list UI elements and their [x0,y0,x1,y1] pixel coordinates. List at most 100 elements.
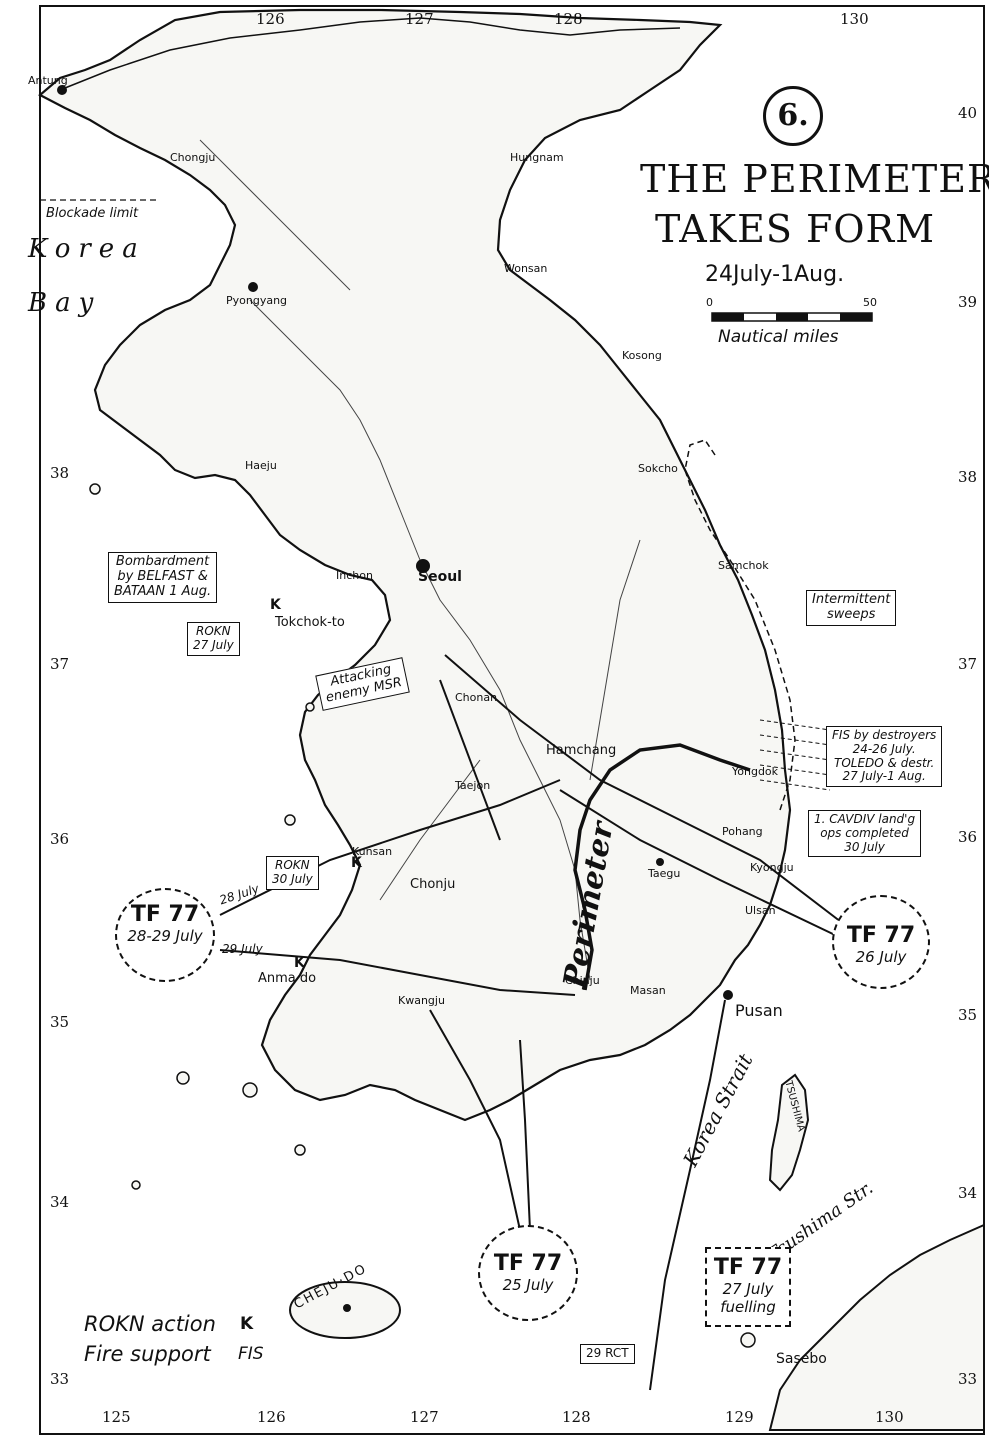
callout-line: ops completed [820,825,909,840]
place-antung: Antung [28,74,68,87]
callout-line: ROKN [275,858,310,872]
place-sokcho: Sokcho [638,462,678,475]
tf77-25-july: TF 77 25 July [478,1225,578,1321]
cheju-peak [343,1304,351,1312]
place-kunsan: Kunsan [352,845,393,858]
rokn-k-marker: K [351,855,362,871]
lat-35-right: 35 [958,1006,978,1024]
rivers [199,139,641,981]
lat-36-left: 36 [50,830,70,848]
place-chinju: Chinju [565,974,600,987]
legend-rokn-label: ROKN action [84,1312,216,1336]
place-kosong: Kosong [622,349,662,362]
tf77-26-july: TF 77 26 July [832,895,930,989]
tf77-27-july-fuelling: TF 77 27 July fuelling [705,1247,791,1327]
tf-name: TF 77 [130,902,200,927]
tf-name: TF 77 [493,1251,563,1276]
place-haeju: Haeju [245,459,277,472]
callout-line: BATAAN 1 Aug. [114,583,212,599]
lon-129-bottom: 129 [725,1408,754,1426]
place-taegu: Taegu [648,867,681,880]
lon-128-top: 128 [554,10,583,28]
bombardment-callout: Bombardment by BELFAST & BATAAN 1 Aug. [108,552,218,603]
scale-start: 0 [706,296,713,309]
map-title-line2: TAKES FORM [655,207,935,251]
place-ulsan: Ulsan [745,904,776,917]
rct29-callout: 29 RCT [580,1344,635,1364]
place-sasebo: Sasebo [776,1351,827,1367]
lon-125-bottom: 125 [102,1408,131,1426]
place-seoul: Seoul [418,569,462,585]
scale-bar [711,312,873,322]
legend-rokn-symbol: K [240,1314,254,1334]
kyushu-coastline [768,1223,985,1431]
rokn-k-marker: K [294,955,305,971]
legend-fis-symbol: FIS [238,1344,264,1364]
place-inchon: Inchon [336,569,373,582]
lat-33-left: 33 [50,1370,70,1388]
lon-126-top: 126 [256,10,285,28]
sea-label-korea: Korea [28,234,146,264]
place-pusan: Pusan [735,1001,783,1020]
scale-unit: Nautical miles [718,327,839,347]
border-river [59,17,681,91]
intermittent-callout: Intermittent sweeps [806,590,897,626]
lon-126-bottom: 126 [257,1408,286,1426]
tsushima-island [768,1073,810,1192]
callout-line: Intermittent [812,592,891,607]
sea-label-bay: Bay [28,288,102,318]
korea-coastline [38,8,792,1122]
tf-date: 25 July [502,1276,554,1294]
pusan-marker [723,990,733,1000]
sweeps-track [684,439,796,811]
seoul-marker [416,559,430,573]
tf-name: TF 77 [846,923,916,948]
lon-127-bottom: 127 [410,1408,439,1426]
callout-line: by BELFAST & [117,568,208,584]
rokn-k-marker: K [270,597,281,613]
place-chongju: Chongju [170,151,216,164]
place-yongdok: Yongdok [732,765,779,778]
tf77-28-29-july: TF 77 28-29 July [115,888,215,982]
place-kwangju: Kwangju [398,994,445,1007]
fis-callout: FIS by destroyers 24-26 July. TOLEDO & d… [826,726,943,788]
callout-line: 30 July [844,839,885,854]
map-frame [39,5,985,1435]
place-masan: Masan [630,984,666,997]
place-tokchok: Tokchok-to [275,615,345,630]
callout-line: 27 July [193,637,234,652]
place-taejon: Taejon [455,779,491,792]
map-title-line1: THE PERIMETER [640,157,989,201]
place-kyongju: Kyongju [750,861,794,874]
rokn-30-callout: ROKN 30 July [266,856,319,890]
tf-name: TF 77 [713,1255,783,1280]
callout-line: 27 July-1 Aug. [842,769,926,784]
lat-33-right: 33 [958,1370,978,1388]
lat-34-left: 34 [50,1193,70,1211]
place-hungnam: Hungnam [510,151,564,164]
track-label-29-july: 29 July [222,942,263,956]
pyongyang-marker [248,282,258,292]
lat-37-right: 37 [958,655,978,673]
tf-date: 26 July [855,948,907,966]
lon-130-top: 130 [840,10,869,28]
western-islands [89,483,756,1348]
callout-line: ROKN [196,624,231,638]
lon-130-bottom: 130 [875,1408,904,1426]
lat-40-right: 40 [958,104,978,122]
callout-line: Bombardment [115,554,210,569]
lon-128-bottom: 128 [562,1408,591,1426]
callout-line: sweeps [826,606,876,622]
perimeter-line [573,743,751,991]
lon-127-top: 127 [405,10,434,28]
tf-date: 28-29 July [127,927,203,945]
date-range: 24July-1Aug. [705,262,845,287]
place-pyongyang: Pyongyang [226,294,288,307]
tf-date: 27 July [722,1280,774,1298]
place-chonan: Chonan [455,691,498,704]
lat-39-right: 39 [958,293,978,311]
lat-35-left: 35 [50,1013,70,1031]
rokn-27-callout: ROKN 27 July [187,622,240,656]
map-number: 6. [763,86,823,146]
